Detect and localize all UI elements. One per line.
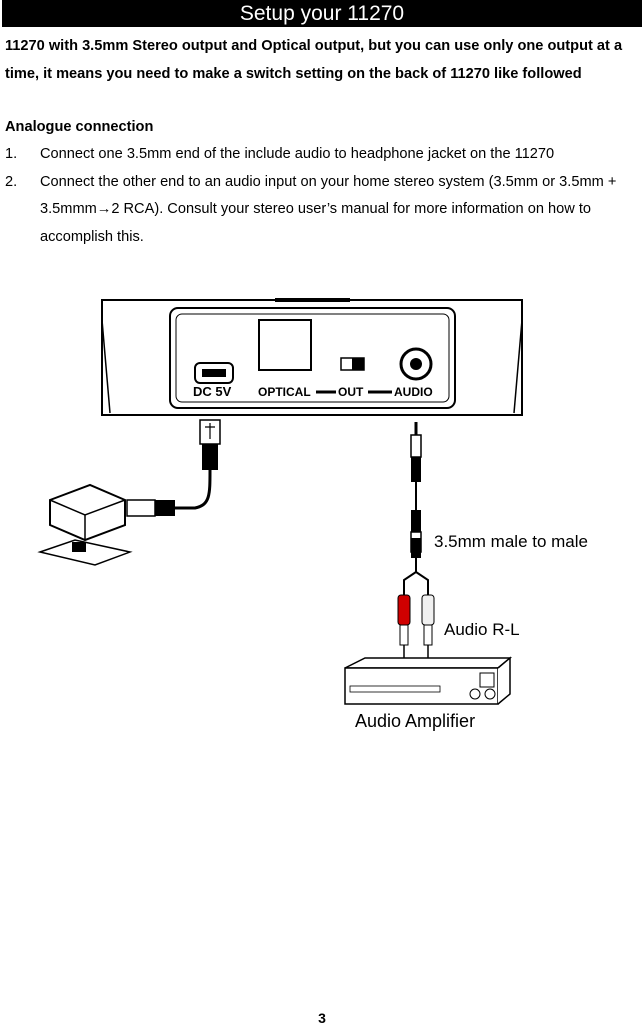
- intro-paragraph: 11270 with 3.5mm Stereo output and Optic…: [5, 38, 623, 82]
- step-text: Connect the other end to an audio input …: [40, 173, 617, 245]
- step-number: 2.: [5, 173, 18, 190]
- cable-label: 3.5mm male to male: [434, 532, 588, 551]
- usb-icon: [126, 419, 221, 517]
- optical-port-label: OPTICAL: [258, 385, 311, 399]
- rca-label: Audio R-L: [444, 620, 520, 639]
- step-number: 1.: [5, 146, 18, 162]
- optical-port-icon: [258, 319, 312, 371]
- rca-plug-icon: [397, 594, 435, 658]
- section-heading: Analogue connection: [5, 119, 154, 135]
- dc-port-icon: [194, 362, 234, 384]
- amplifier-label: Audio Amplifier: [355, 711, 475, 731]
- amplifier-icon: [344, 656, 513, 705]
- out-label: OUT: [338, 385, 364, 399]
- page-title: Setup your 11270: [2, 0, 642, 27]
- dc-port-label: DC 5V: [193, 384, 232, 399]
- page-number: 3: [318, 1010, 326, 1026]
- audio-port-label: AUDIO: [394, 385, 433, 399]
- step-text: Connect one 3.5mm end of the include aud…: [40, 146, 555, 162]
- audio-jack-icon: [403, 422, 429, 595]
- output-switch-icon: [340, 357, 365, 371]
- power-adapter-icon: [37, 483, 133, 566]
- connection-diagram: DC 5V OPTICAL OUT AUDIO: [37, 298, 588, 731]
- list-item: 1. Connect one 3.5mm end of the include …: [5, 141, 641, 169]
- step-list: 1. Connect one 3.5mm end of the include …: [5, 141, 641, 251]
- list-item: 2. Connect the other end to an audio inp…: [5, 169, 641, 252]
- audio-port-icon: [399, 347, 433, 381]
